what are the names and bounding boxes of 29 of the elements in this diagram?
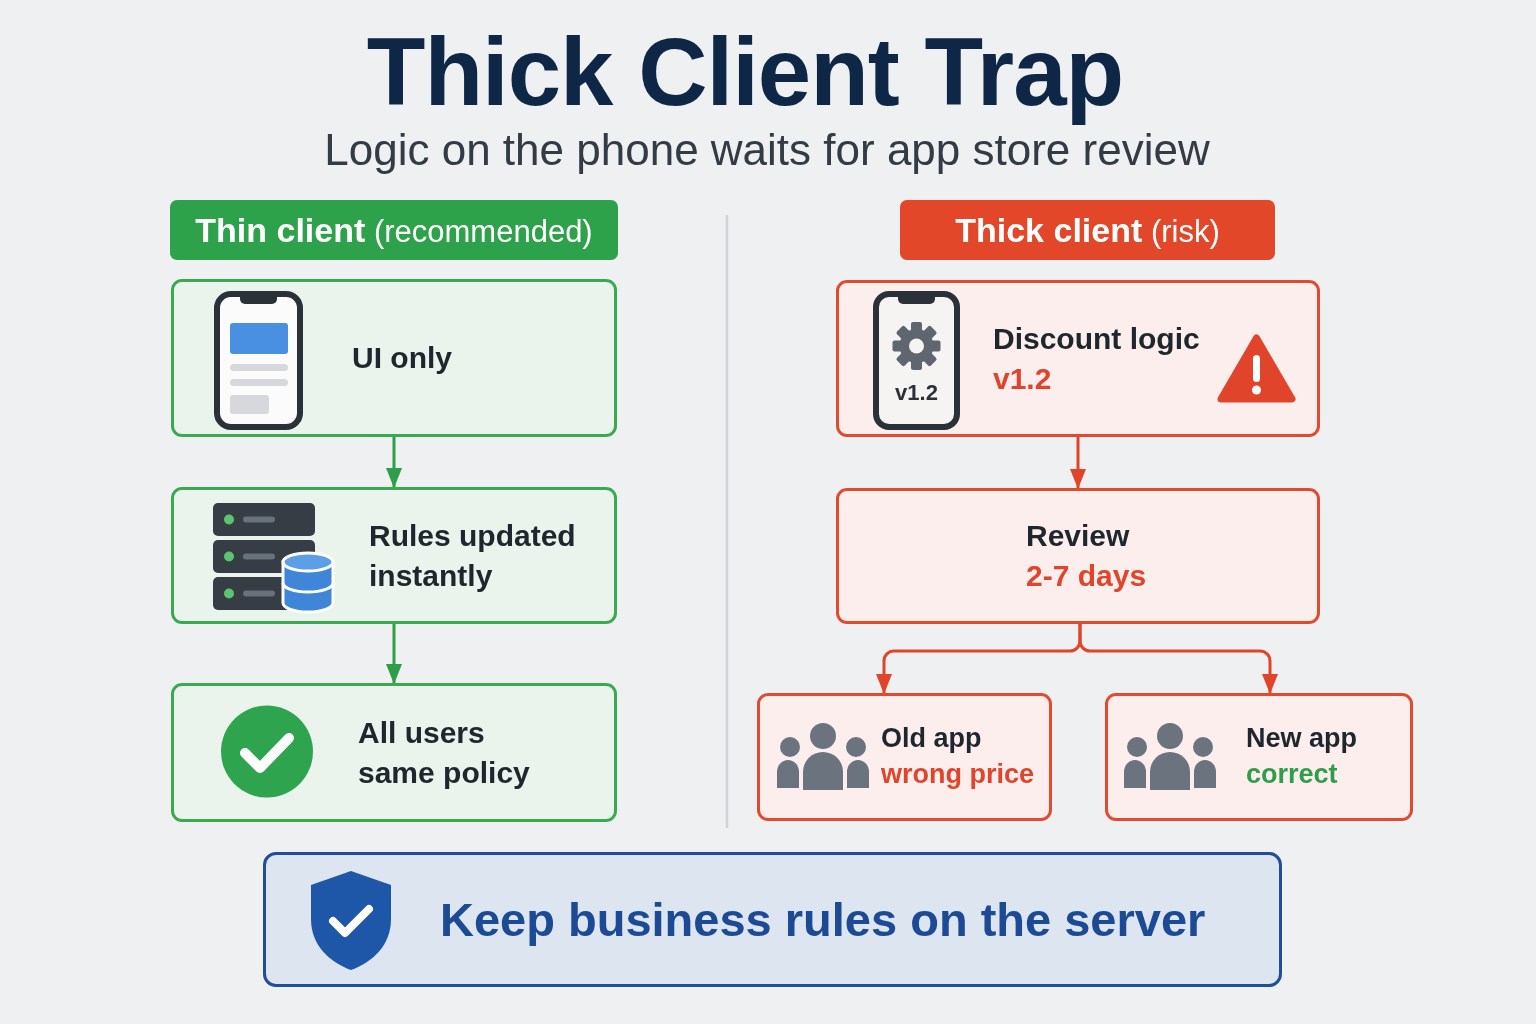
process-box [757, 693, 1052, 821]
box-title: New app [1246, 722, 1358, 756]
box-title: Old app [881, 722, 982, 756]
box-subtitle: wrong price [881, 758, 1035, 791]
title: Thick Client Trap [366, 17, 1124, 127]
flow-arrow [386, 437, 402, 488]
box-title: Discount logic [993, 320, 1200, 357]
box-subtitle: v1.2 [993, 360, 1052, 397]
box-title: Rules updated instantly [369, 517, 577, 594]
box-title: Review [1026, 518, 1130, 555]
process-box [836, 488, 1320, 624]
version-label: v1.2 [895, 381, 938, 406]
section-header: Thin client (recommended) [170, 200, 618, 260]
section-header: Thick client (risk) [900, 200, 1275, 260]
process-box [171, 683, 617, 822]
flow-arrow [1078, 624, 1278, 694]
process-box [836, 280, 1320, 437]
callout-banner [263, 852, 1282, 987]
box-subtitle: correct [1246, 758, 1338, 791]
process-box [171, 487, 617, 624]
subtitle: Logic on the phone waits for app store review [324, 125, 1210, 176]
flow-arrow [1070, 437, 1086, 489]
flow-arrow [386, 624, 402, 684]
box-subtitle: 2-7 days [1026, 558, 1147, 594]
box-title: All users same policy [358, 714, 531, 791]
process-box [171, 279, 617, 437]
banner-text: Keep business rules on the server [440, 892, 1206, 947]
process-box [1105, 693, 1413, 821]
box-title: UI only [352, 340, 452, 377]
